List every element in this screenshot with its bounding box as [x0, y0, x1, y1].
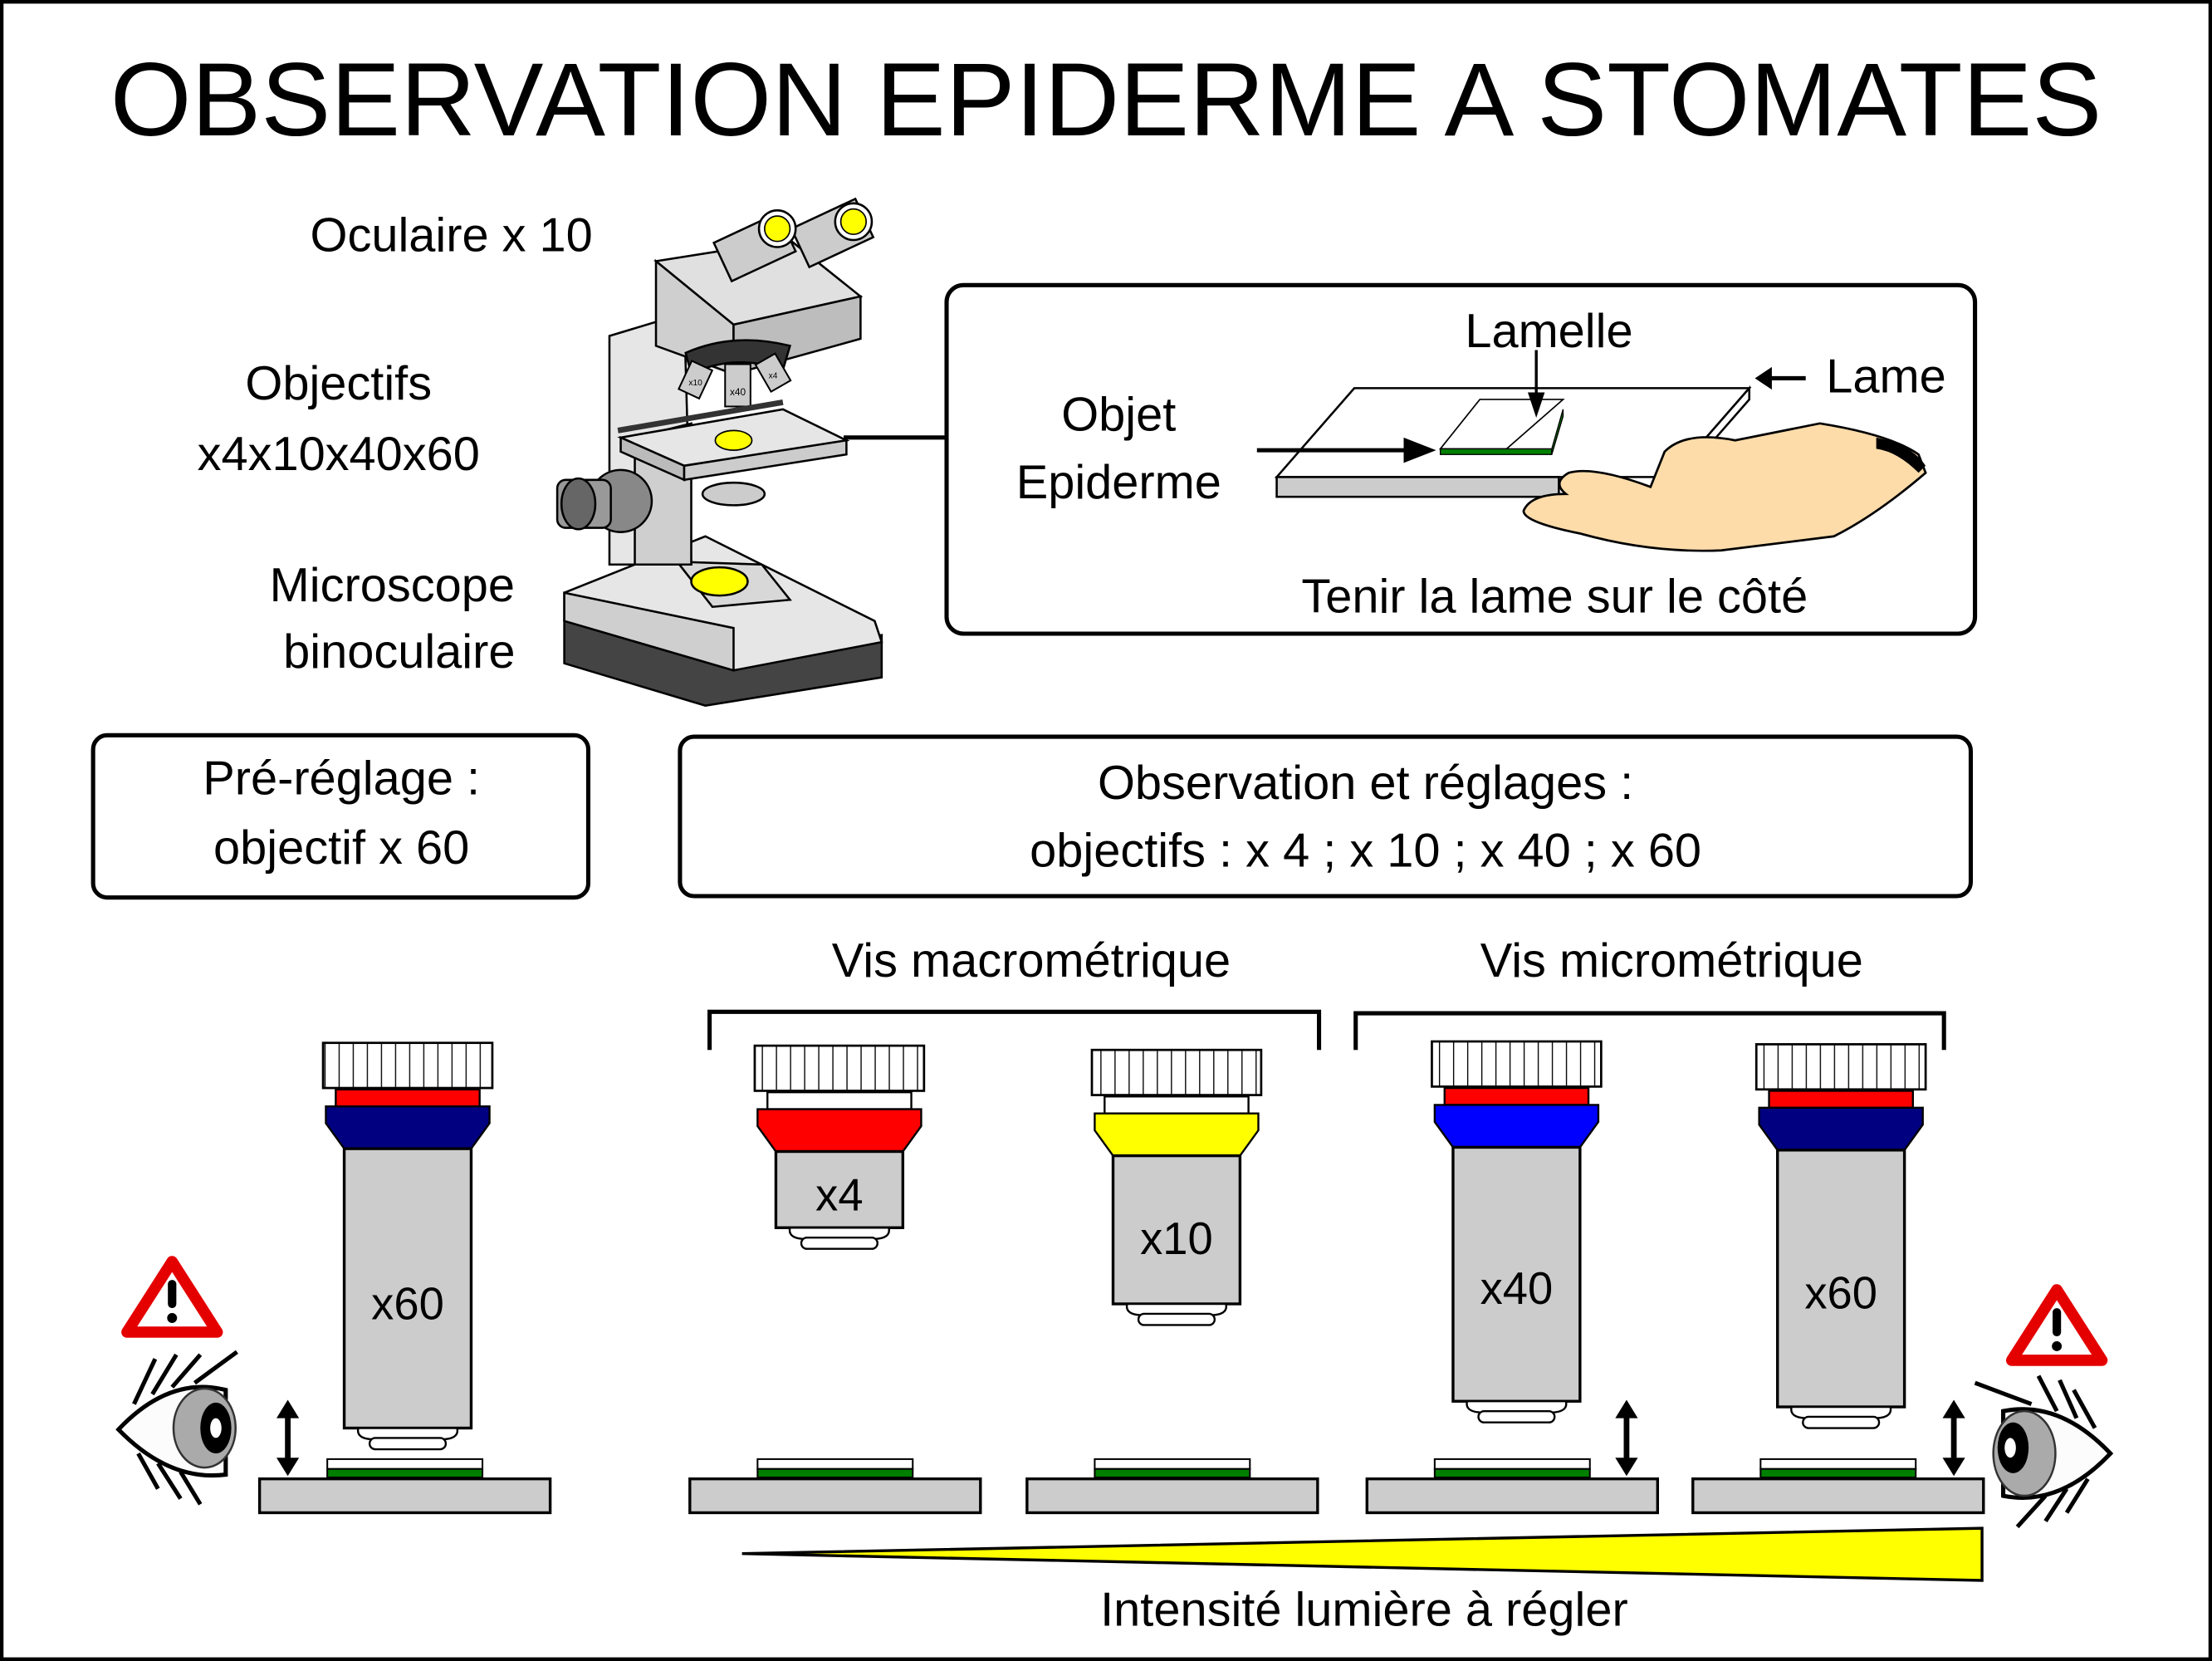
object-label-line1: Objet: [1061, 388, 1176, 441]
macro-screw-label: Vis macrométrique: [832, 934, 1231, 987]
objective-x60-micro: x60: [1754, 1043, 1927, 1429]
objective-ring: [1768, 1090, 1915, 1110]
objective-lens-front: [1802, 1415, 1881, 1429]
stage-slide-4: [1365, 1458, 1660, 1515]
macro-bracket: [707, 1009, 1322, 1051]
micro-bracket: [1353, 1011, 1946, 1051]
objective-knurl: [1754, 1043, 1927, 1091]
warning-icon: [121, 1256, 223, 1338]
warning-icon: [2005, 1284, 2108, 1366]
eye-icon: [1974, 1374, 2114, 1529]
microscope-illustration: x40 x10 x4: [555, 197, 946, 707]
objective-label: x60: [371, 1279, 444, 1330]
objective-color-band: [1758, 1106, 1924, 1152]
objective-label: x60: [1804, 1267, 1877, 1318]
objective-knurl: [321, 1041, 494, 1090]
objectives-label-line2: x4x10x40x60: [198, 428, 480, 481]
objective-body: [1451, 1145, 1582, 1403]
stage-slide-5: [1691, 1458, 1985, 1515]
double-arrow-icon: [276, 1399, 300, 1477]
micro-screw-label: Vis micrométrique: [1480, 934, 1863, 987]
objective-knurl: [753, 1044, 926, 1092]
objective-ring: [1104, 1095, 1250, 1115]
objective-lens-front: [1137, 1312, 1216, 1326]
observation-line1: Observation et réglages :: [1098, 757, 1633, 810]
objective-body: [342, 1147, 473, 1430]
objective-x60-preset: x60: [321, 1041, 494, 1451]
objectives-label-line1: Objectifs: [245, 357, 432, 410]
objective-x10-macro: x10: [1090, 1048, 1263, 1326]
ocular-label: Oculaire x 10: [311, 209, 593, 262]
slide-caption: Tenir la lame sur le côté: [1301, 571, 1808, 624]
specimen-epiderme: [1439, 448, 1553, 455]
objective-body: [1111, 1154, 1242, 1306]
objective-x40-micro: x40: [1431, 1040, 1603, 1423]
objective-color-band: [1433, 1104, 1600, 1149]
turret-label-x40: x40: [730, 386, 746, 398]
double-arrow-icon: [1615, 1399, 1638, 1477]
lame-label: Lame: [1826, 350, 1945, 403]
objectives-row: x60 x4 x10 x40 x60: [321, 1040, 1927, 1451]
objective-knurl: [1431, 1040, 1603, 1088]
observation-box: [678, 734, 1974, 899]
stage-slide-2: [688, 1458, 982, 1515]
lamelle-label: Lamelle: [1465, 305, 1632, 358]
objective-ring: [1443, 1086, 1590, 1106]
observation-line2: objectifs : x 4 ; x 10 ; x 40 ; x 60: [1030, 824, 1701, 877]
objective-lens-front: [368, 1437, 448, 1451]
objective-lens-front: [800, 1236, 878, 1250]
objective-color-band: [756, 1108, 922, 1153]
objective-lens-front: [1477, 1409, 1556, 1423]
light-caption: Intensité lumière à régler: [1100, 1583, 1628, 1636]
preset-line1: Pré-réglage :: [203, 752, 480, 806]
page-title: OBSERVATION EPIDERME A STOMATES: [110, 41, 2102, 158]
eye-icon: [115, 1350, 238, 1506]
object-label-line2: Epiderme: [1016, 456, 1221, 509]
slide-illustration: [1256, 350, 1927, 552]
light-intensity-wedge: [741, 1526, 1984, 1582]
objective-label: x4: [815, 1169, 863, 1220]
stage-slide-3: [1025, 1458, 1319, 1515]
double-arrow-icon: [1942, 1399, 1965, 1477]
hand-icon: [1522, 422, 1927, 552]
preset-line2: objectif x 60: [213, 821, 469, 875]
objective-ring: [335, 1088, 481, 1108]
objective-knurl: [1090, 1048, 1263, 1096]
objective-label: x40: [1480, 1263, 1554, 1314]
turret-label-x10: x10: [688, 379, 702, 388]
objective-label: x10: [1140, 1213, 1213, 1264]
objective-color-band: [325, 1105, 491, 1150]
turret-label-x4: x4: [769, 371, 778, 380]
stage-slide-1: [257, 1458, 552, 1515]
objective-ring: [766, 1090, 913, 1110]
microscope-label-line2: binoculaire: [283, 625, 515, 679]
microscope-label-line1: Microscope: [270, 559, 515, 612]
objective-body: [1776, 1149, 1906, 1409]
objective-color-band: [1094, 1112, 1260, 1157]
objective-x4-macro: x4: [753, 1044, 926, 1250]
preset-box: [91, 733, 591, 900]
